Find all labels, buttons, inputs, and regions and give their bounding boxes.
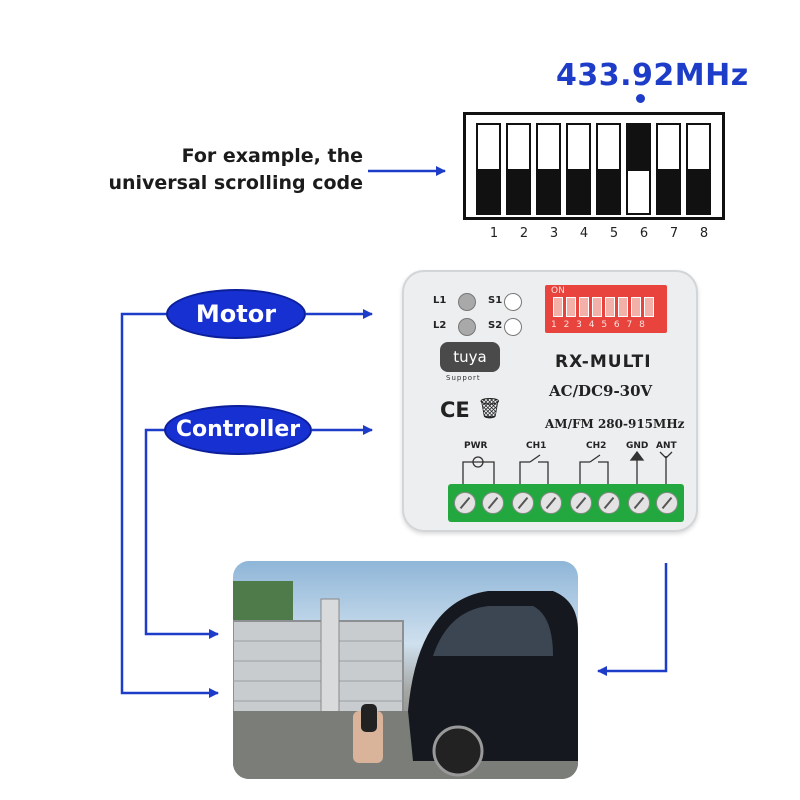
sliding-gate (233, 620, 404, 717)
weee-bin-icon: 🗑 (477, 396, 503, 420)
car-wheel (432, 725, 484, 777)
gate-car-photo (233, 561, 578, 779)
frequency-marker-dot (636, 94, 645, 103)
frequency-band-spec: AM/FM 280-915MHz (545, 417, 685, 431)
led-s1-label: S1 (488, 295, 503, 306)
dip-switch-5 (596, 123, 621, 215)
terminal-label-ant: ANT (656, 441, 677, 451)
terminal-label-gnd: GND (626, 441, 649, 451)
module-dip-on-label: ON (551, 286, 565, 296)
terminal-screw-4 (540, 492, 562, 514)
dip-number-4: 4 (579, 226, 589, 241)
module-dip-4 (592, 297, 602, 317)
dip-number-3: 3 (549, 226, 559, 241)
car-window (433, 606, 553, 656)
example-line-2: universal scrolling code (108, 172, 363, 194)
dip-switch-7 (656, 123, 681, 215)
module-dip-2 (566, 297, 576, 317)
terminal-block (448, 484, 684, 522)
terminal-label-ch2: CH2 (586, 441, 607, 451)
ce-mark: CE (440, 398, 470, 422)
terminal-label-pwr: PWR (464, 441, 488, 451)
dip-number-2: 2 (519, 226, 529, 241)
dip-number-8: 8 (699, 226, 709, 241)
tuya-support-text: Support (446, 374, 481, 382)
led-l2-label: L2 (433, 320, 447, 331)
module-dip-numbers: 1 2 3 4 5 6 7 8 (551, 320, 647, 330)
module-dip-switch: ON 1 2 3 4 5 6 7 8 (545, 285, 667, 333)
terminal-screw-2 (482, 492, 504, 514)
example-line-1: For example, the (181, 145, 363, 167)
module-return-line (597, 563, 668, 676)
remote-control (361, 704, 377, 732)
module-dip-1 (553, 297, 563, 317)
dip-number-5: 5 (609, 226, 619, 241)
led-l1 (458, 293, 476, 311)
tuya-logo: tuya (440, 342, 500, 372)
dip-number-6: 6 (639, 226, 649, 241)
terminal-screw-8 (656, 492, 678, 514)
module-dip-8 (644, 297, 654, 317)
dip-switch-1 (476, 123, 501, 215)
dip-number-7: 7 (669, 226, 679, 241)
gate-post (320, 598, 340, 720)
module-dip-5 (605, 297, 615, 317)
dip-number-1: 1 (489, 226, 499, 241)
module-dip-3 (579, 297, 589, 317)
motor-label: Motor (166, 289, 306, 339)
dip-switch-8 (686, 123, 711, 215)
module-dip-7 (631, 297, 641, 317)
power-spec: AC/DC9-30V (549, 382, 653, 400)
terminal-label-ch1: CH1 (526, 441, 547, 451)
frequency-label: 433.92MHz (556, 58, 749, 93)
terminal-screw-7 (628, 492, 650, 514)
button-s1 (504, 293, 522, 311)
terminal-screw-6 (598, 492, 620, 514)
photo-illustration (233, 581, 578, 779)
dip-switch-diagram (463, 112, 725, 220)
motor-line (120, 312, 219, 698)
led-l2 (458, 318, 476, 336)
dip-switch-3 (536, 123, 561, 215)
dip-switch-4 (566, 123, 591, 215)
terminal-screw-1 (454, 492, 476, 514)
dip-switch-2 (506, 123, 531, 215)
controller-line (144, 428, 219, 639)
led-s2-label: S2 (488, 320, 503, 331)
controller-label: Controller (164, 405, 312, 455)
led-l1-label: L1 (433, 295, 447, 306)
terminal-screw-3 (512, 492, 534, 514)
terminal-screw-5 (570, 492, 592, 514)
model-name: RX-MULTI (555, 352, 652, 372)
example-caption: For example, the universal scrolling cod… (95, 143, 363, 197)
dip-switch-6 (626, 123, 651, 215)
module-dip-6 (618, 297, 628, 317)
button-s2 (504, 318, 522, 336)
